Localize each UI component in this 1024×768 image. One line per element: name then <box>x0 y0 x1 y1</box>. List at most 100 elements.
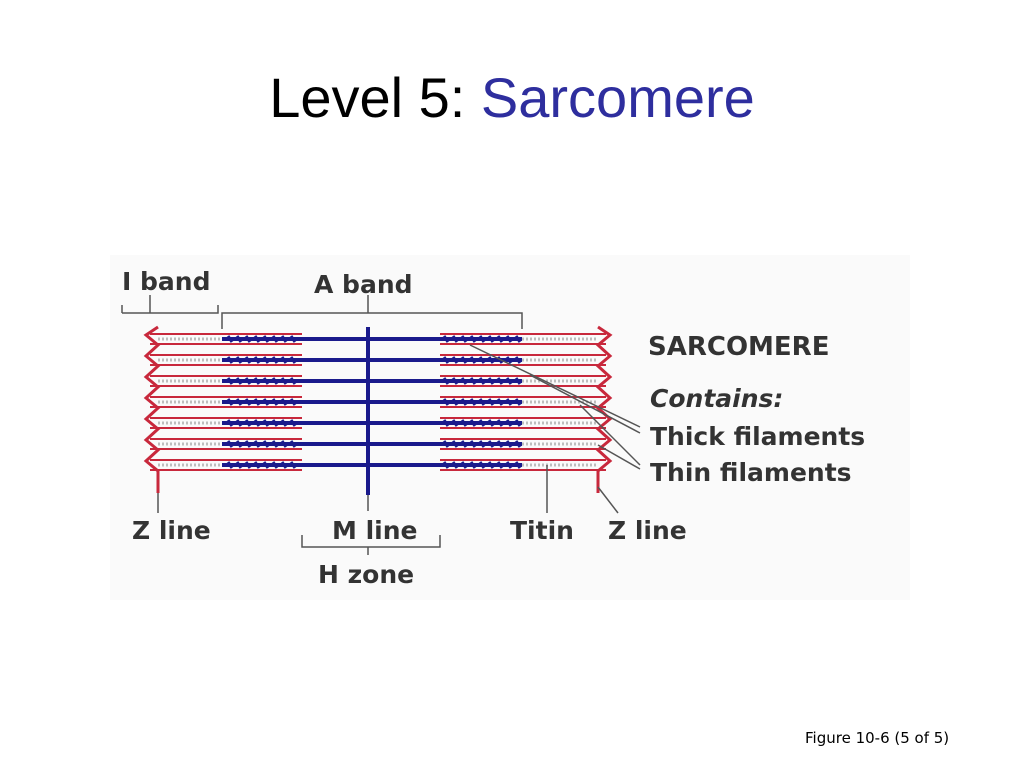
myosin-head <box>442 377 450 385</box>
myosin-head <box>460 419 468 427</box>
myosin-head <box>460 398 468 406</box>
myosin-head <box>262 461 270 469</box>
myosin-head <box>226 440 234 448</box>
myosin-head <box>442 440 450 448</box>
sarcomere-label: SARCOMERE <box>648 332 829 362</box>
myosin-head <box>514 419 522 427</box>
myosin-head <box>478 356 486 364</box>
myosin-head <box>469 377 477 385</box>
myosin-head <box>514 461 522 469</box>
thick-filaments <box>222 335 522 469</box>
contains-label: Contains: <box>650 384 783 413</box>
m-line-label: M line <box>332 516 417 545</box>
myosin-head <box>478 440 486 448</box>
myosin-head <box>460 335 468 343</box>
myosin-head <box>244 356 252 364</box>
a-band-label: A band <box>314 270 413 299</box>
myosin-head <box>487 335 495 343</box>
z-line-right <box>595 325 613 493</box>
h-zone-bracket <box>301 535 441 555</box>
myosin-head <box>226 419 234 427</box>
myosin-head <box>505 356 513 364</box>
a-band-bracket <box>221 295 523 329</box>
myosin-head <box>496 377 504 385</box>
myosin-head <box>280 377 288 385</box>
myosin-head <box>496 461 504 469</box>
myosin-head <box>262 419 270 427</box>
myosin-head <box>271 356 279 364</box>
titin-filaments <box>158 337 598 467</box>
myosin-head <box>253 419 261 427</box>
myosin-head <box>469 440 477 448</box>
myosin-head <box>478 335 486 343</box>
myosin-head <box>451 419 459 427</box>
myosin-head <box>235 356 243 364</box>
myosin-head <box>478 398 486 406</box>
myosin-head <box>451 356 459 364</box>
leader-lines <box>157 344 641 514</box>
myosin-head <box>226 377 234 385</box>
myosin-head <box>289 440 297 448</box>
myosin-head <box>235 398 243 406</box>
myosin-head <box>280 398 288 406</box>
title-prefix: Level 5: <box>269 66 481 129</box>
myosin-head <box>514 335 522 343</box>
myosin-head <box>451 377 459 385</box>
myosin-head <box>280 356 288 364</box>
myosin-head <box>262 356 270 364</box>
myosin-head <box>235 440 243 448</box>
i-band-label: I band <box>122 267 210 296</box>
myosin-head <box>289 377 297 385</box>
myosin-head <box>514 440 522 448</box>
myosin-head <box>451 461 459 469</box>
myosin-head <box>280 419 288 427</box>
myosin-head <box>451 440 459 448</box>
myosin-head <box>271 461 279 469</box>
myosin-head <box>235 335 243 343</box>
myosin-head <box>505 335 513 343</box>
myosin-head <box>280 461 288 469</box>
thin-filaments-leader-2 <box>597 444 641 470</box>
myosin-head <box>262 377 270 385</box>
titin-label: Titin <box>510 516 574 545</box>
myosin-head <box>226 335 234 343</box>
myosin-head <box>505 461 513 469</box>
z-lines <box>143 325 613 493</box>
myosin-head <box>289 419 297 427</box>
myosin-head <box>514 398 522 406</box>
thin-filaments-label: Thin filaments <box>650 458 852 487</box>
z-line-left <box>143 325 161 493</box>
myosin-head <box>478 419 486 427</box>
myosin-head <box>226 356 234 364</box>
myosin-head <box>451 398 459 406</box>
figure-caption: Figure 10-6 (5 of 5) <box>805 729 950 747</box>
myosin-head <box>442 461 450 469</box>
myosin-head <box>487 377 495 385</box>
myosin-head <box>505 398 513 406</box>
myosin-head <box>253 398 261 406</box>
myosin-head <box>442 356 450 364</box>
myosin-head <box>460 356 468 364</box>
thin-filaments-leader <box>579 404 641 466</box>
myosin-head <box>505 419 513 427</box>
myosin-head <box>244 377 252 385</box>
myosin-head <box>244 398 252 406</box>
myosin-head <box>469 398 477 406</box>
myosin-head <box>289 335 297 343</box>
thick-filaments-label: Thick filaments <box>650 422 865 451</box>
myosin-head <box>262 440 270 448</box>
myosin-head <box>496 335 504 343</box>
myosin-head <box>253 335 261 343</box>
myosin-head <box>226 398 234 406</box>
myosin-head <box>271 377 279 385</box>
myosin-head <box>244 335 252 343</box>
myosin-head <box>271 419 279 427</box>
myosin-head <box>262 335 270 343</box>
myosin-head <box>280 335 288 343</box>
myosin-head <box>496 398 504 406</box>
myosin-head <box>487 461 495 469</box>
myosin-head <box>487 419 495 427</box>
i-band-bracket <box>121 295 219 314</box>
z-line-right-label: Z line <box>608 516 687 545</box>
myosin-head <box>253 461 261 469</box>
